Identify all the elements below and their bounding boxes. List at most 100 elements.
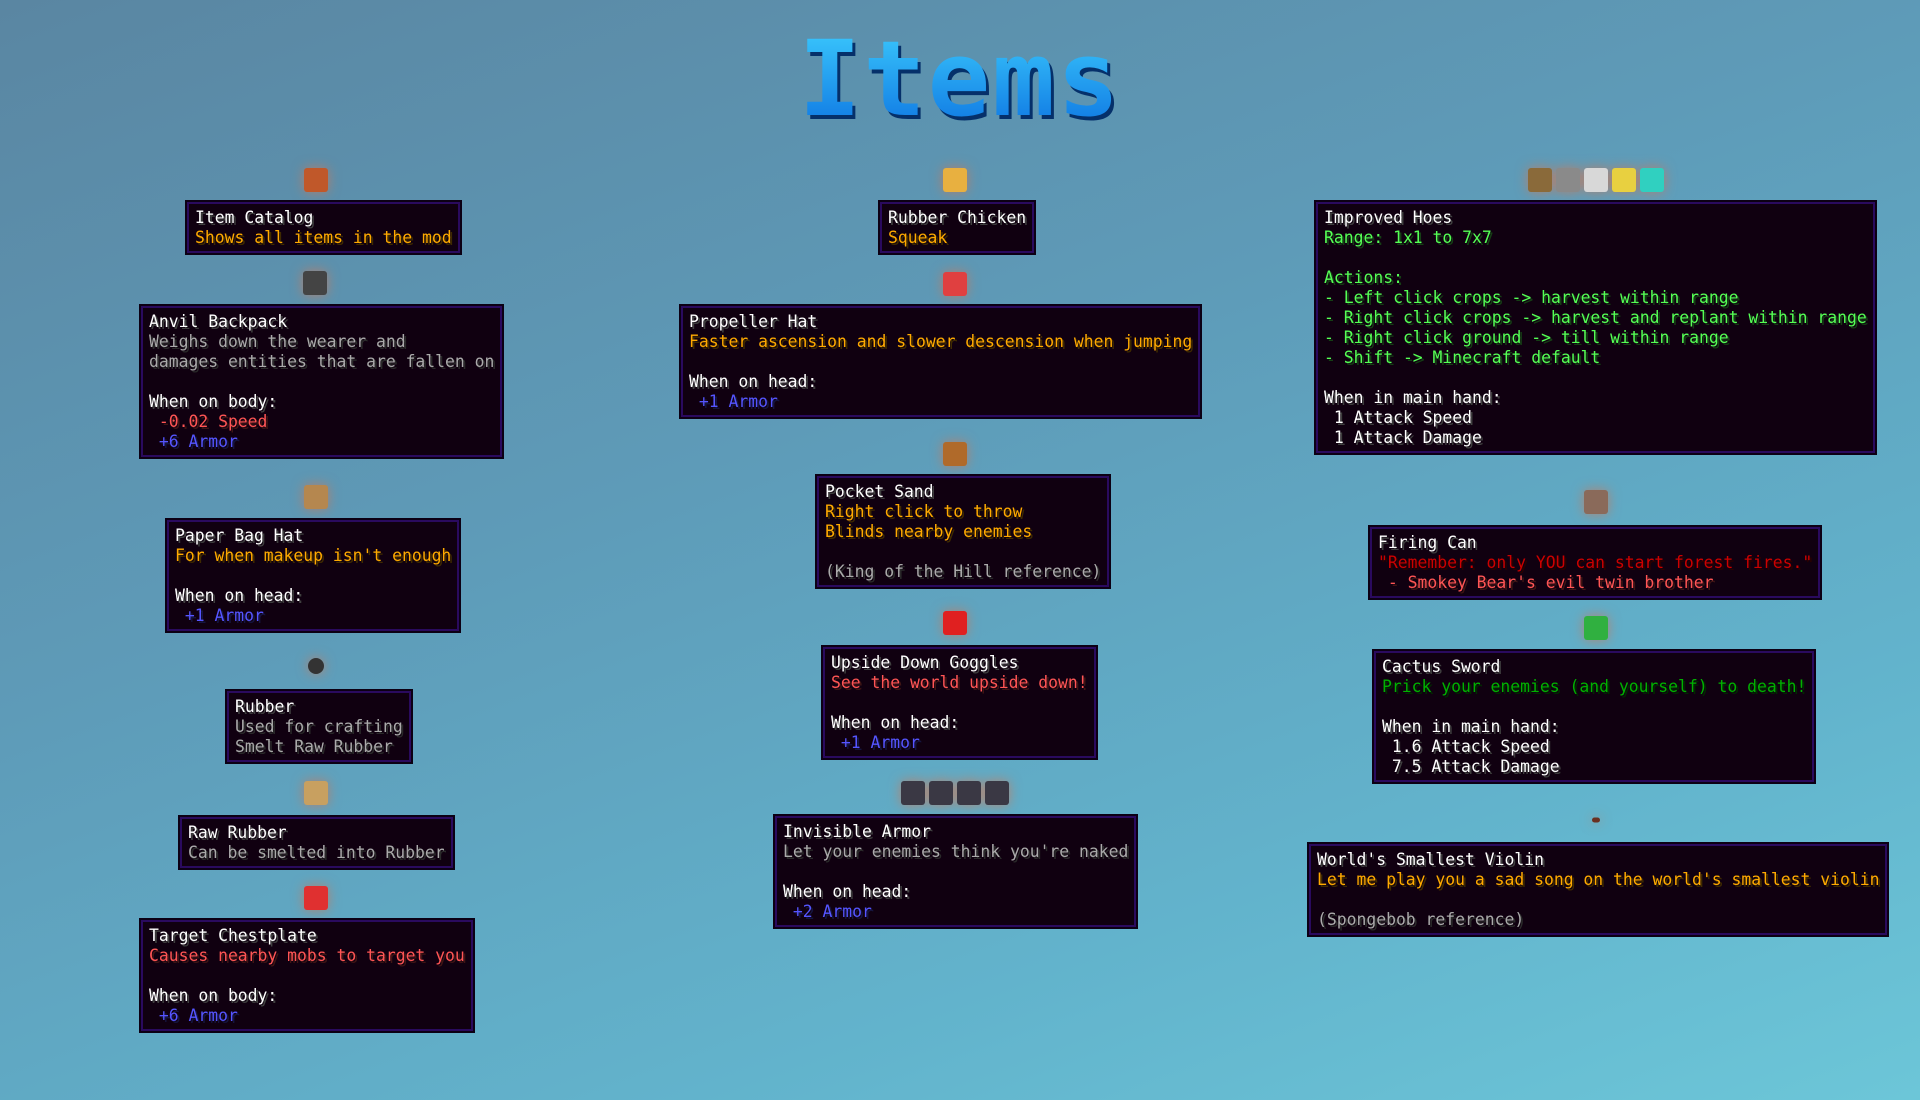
armor-set-icon-sprite <box>957 781 981 805</box>
tooltip-line: When on head: <box>175 586 304 605</box>
tooltip-line: +6 Armor <box>149 432 238 451</box>
violin-icon <box>1592 817 1600 823</box>
tooltip-line: - Left click crops -> harvest within ran… <box>1324 288 1739 307</box>
tooltip-line: Used for crafting <box>235 717 403 736</box>
tooltip-spacer <box>175 566 451 586</box>
tooltip-line: When on body: <box>149 986 278 1005</box>
rubber-chicken-icon <box>943 168 967 192</box>
tooltip-spacer <box>1317 890 1879 910</box>
tooltip-line: 1 Attack Damage <box>1324 428 1482 447</box>
hoe-icon-sprite <box>1612 168 1636 192</box>
hoe-icon <box>1528 168 1664 192</box>
tooltip-line: Shows all items in the mod <box>195 228 452 247</box>
tooltip-line: Blinds nearby enemies <box>825 522 1033 541</box>
tooltip-line: Can be smelted into Rubber <box>188 843 445 862</box>
armor-set-icon <box>901 781 1009 805</box>
item-name: Improved Hoes <box>1324 208 1453 227</box>
tooltip-line: damages entities that are fallen on <box>149 352 495 371</box>
tooltip-line: +1 Armor <box>175 606 264 625</box>
goggles-icon-sprite <box>943 611 967 635</box>
tooltip-spacer <box>1324 248 1867 268</box>
tooltip-line: +1 Armor <box>831 733 920 752</box>
tooltip-line: +1 Armor <box>689 392 778 411</box>
book-icon <box>304 168 328 192</box>
tooltip-line: When on body: <box>149 392 278 411</box>
tooltip-line: (King of the Hill reference) <box>825 562 1102 581</box>
tooltip-spacer <box>689 352 1192 372</box>
item-name: Pocket Sand <box>825 482 934 501</box>
raw-rubber-icon <box>304 781 328 805</box>
tooltip-line: Right click to throw <box>825 502 1023 521</box>
tooltip-spacer <box>149 966 465 986</box>
tooltip-line: When on head: <box>783 882 912 901</box>
item-name: Invisible Armor <box>783 822 932 841</box>
paper-bag-icon-sprite <box>304 485 328 509</box>
tooltip-line: When on head: <box>689 372 818 391</box>
tooltip-line: Smelt Raw Rubber <box>235 737 393 756</box>
tooltip-line: (Spongebob reference) <box>1317 910 1525 929</box>
raw-rubber-icon-sprite <box>304 781 328 805</box>
tooltip-line: When in main hand: <box>1324 388 1502 407</box>
tooltip-line: Let me play you a sad song on the world'… <box>1317 870 1880 889</box>
tooltip-spacer <box>783 862 1128 882</box>
item-name: Paper Bag Hat <box>175 526 304 545</box>
tooltip-line: For when makeup isn't enough <box>175 546 452 565</box>
tooltip-line: +2 Armor <box>783 902 872 921</box>
tooltip-line: Causes nearby mobs to target you <box>149 946 465 965</box>
tooltip-line: - Shift -> Minecraft default <box>1324 348 1601 367</box>
item-name: World's Smallest Violin <box>1317 850 1544 869</box>
rubber-chicken-icon-sprite <box>943 168 967 192</box>
tooltip-line: 7.5 Attack Damage <box>1382 757 1560 776</box>
item-name: Raw Rubber <box>188 823 287 842</box>
tooltip-line: Let your enemies think you're naked <box>783 842 1129 861</box>
tooltip-line: - Right click ground -> till within rang… <box>1324 328 1729 347</box>
armor-set-icon-sprite <box>901 781 925 805</box>
item-name: Rubber <box>235 697 295 716</box>
violin-icon-sprite <box>1592 817 1600 823</box>
target-icon-sprite <box>304 886 328 910</box>
hoe-icon-sprite <box>1528 168 1552 192</box>
item-name: Firing Can <box>1378 533 1477 552</box>
tooltip-line: When on head: <box>831 713 960 732</box>
hoe-icon-sprite <box>1584 168 1608 192</box>
book-icon-sprite <box>304 168 328 192</box>
anvil-icon-sprite <box>303 271 327 295</box>
sword-icon <box>1584 616 1608 640</box>
tooltip-line: 1 Attack Speed <box>1324 408 1473 427</box>
tooltip-line: - Smokey Bear's evil twin brother <box>1378 573 1714 592</box>
tooltip-line: Squeak <box>888 228 948 247</box>
item-name: Item Catalog <box>195 208 314 227</box>
paper-bag-icon <box>304 485 328 509</box>
page-title: Items <box>0 18 1920 140</box>
watering-can-icon <box>1584 490 1608 514</box>
tooltip-spacer <box>1382 697 1806 717</box>
goggles-icon <box>943 611 967 635</box>
tooltip-spacer <box>1324 368 1867 388</box>
tooltip-spacer <box>831 693 1088 713</box>
watering-can-icon-sprite <box>1584 490 1608 514</box>
sand-pouch-icon-sprite <box>943 442 967 466</box>
tooltip-line: - Right click crops -> harvest and repla… <box>1324 308 1867 327</box>
tooltip-line: "Remember: only YOU can start forest fir… <box>1378 553 1813 572</box>
item-name: Propeller Hat <box>689 312 818 331</box>
tooltip-line: Prick your enemies (and yourself) to dea… <box>1382 677 1807 696</box>
tooltip-line: When in main hand: <box>1382 717 1560 736</box>
propeller-hat-icon <box>943 272 967 296</box>
target-icon <box>304 886 328 910</box>
tooltip-line: -0.02 Speed <box>149 412 268 431</box>
sword-icon-sprite <box>1584 616 1608 640</box>
item-name: Upside Down Goggles <box>831 653 1019 672</box>
tooltip-line: See the world upside down! <box>831 673 1088 692</box>
